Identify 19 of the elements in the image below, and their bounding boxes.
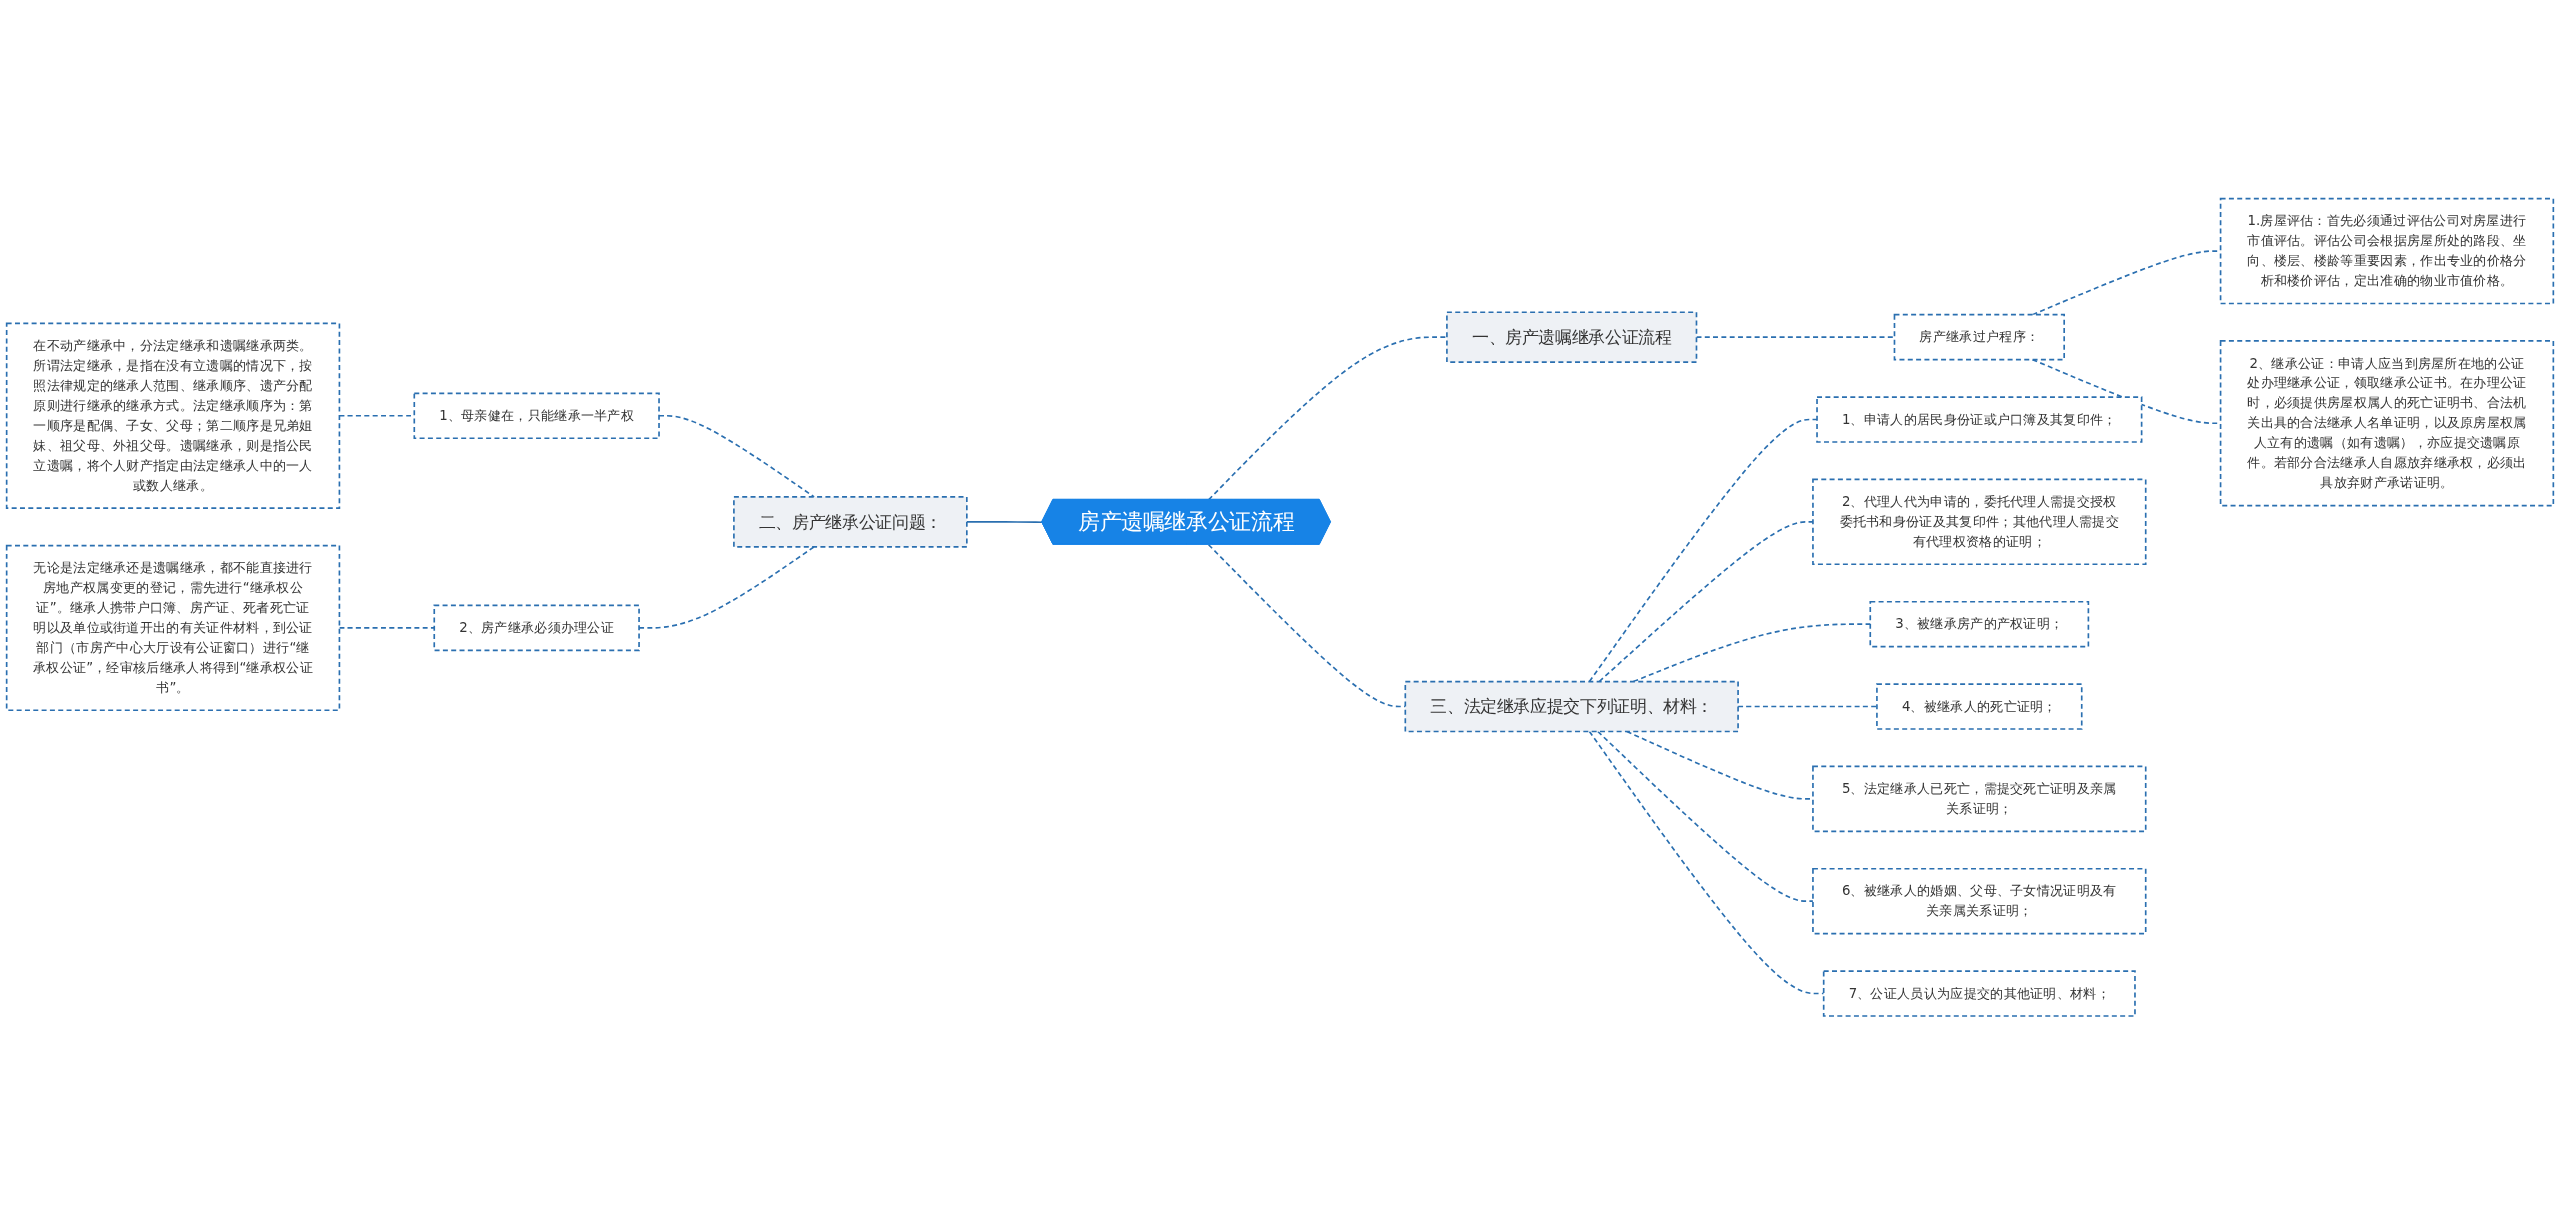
- node-box: 二、房产继承公证问题：: [733, 495, 968, 548]
- node-box: 2、房产继承必须办理公证: [433, 604, 640, 651]
- node-box: 7、公证人员认为应提交的其他证明、材料；: [1822, 969, 2136, 1017]
- connector: [1588, 418, 1818, 683]
- node-box: 4、被继承人的死亡证明；: [1876, 682, 2083, 730]
- node-box: 房产继承过户程序：: [1893, 313, 2065, 361]
- node-box: 1、申请人的居民身份证或户口簿及其复印件；: [1816, 395, 2143, 443]
- node-box: 三、法定继承应提交下列证明、材料：: [1404, 680, 1739, 732]
- connector: [966, 520, 1043, 523]
- node-box: 1、母亲健在，只能继承一半产权: [413, 392, 660, 439]
- node-box: 2、继承公证：申请人应当到房屋所在地的公证处办理继承公证，领取继承公证书。在办理公证时，必须提供房屋权属人的死亡证明书、合法机关出具的合法继承人名单证明，以及原房屋权属人立有的遗嘱（如有遗嘱），亦应提交遗嘱原件。若部分合法继承人自愿放弃继承权，必须出具放弃财产承诺证明。: [2219, 339, 2555, 507]
- node-box: 无论是法定继承还是遗嘱继承，都不能直接进行房地产权属变更的登记，需先进行“继承权公证”。继承人携带户口簿、房产证、死者死亡证明以及单位或街道开出的有关证件材料，到公证部门（市房产中心大厅设有公证窗口）进行“继承权公证”，经审核后继承人将得到“继承权公证书”。: [5, 544, 341, 711]
- node-box: 1.房屋评估：首先必须通过评估公司对房屋进行市值评估。评估公司会根据房屋所处的路段、坐向、楼层、楼龄等重要因素，作出专业的价格分析和楼价评估，定出准确的物业市值价格。: [2219, 197, 2555, 304]
- node-box: 一、房产遗嘱继承公证流程: [1446, 311, 1698, 363]
- node-box: 3、被继承房产的产权证明；: [1869, 600, 2090, 648]
- node-box: 5、法定继承人已死亡，需提交死亡证明及亲属关系证明；: [1812, 765, 2147, 832]
- node-box: 2、代理人代为申请的，委托代理人需提交授权委托书和身份证及其复印件；其他代理人需提交有代理权资格的证明；: [1812, 478, 2147, 565]
- node-box: 6、被继承人的婚姻、父母、子女情况证明及有关亲属关系证明；: [1812, 867, 2147, 935]
- node-box: 在不动产继承中，分法定继承和遗嘱继承两类。所谓法定继承，是指在没有立遗嘱的情况下，按照法律规定的继承人范围、继承顺序、遗产分配原则进行继承的继承方式。法定继承顺序为：第一顺序是配偶、子女、父母；第二顺序是兄弟姐妹、祖父母、外祖父母。遗嘱继承，则是指公民立遗嘱，将个人财产指定由法定继承人中的一人或数人继承。: [5, 322, 341, 509]
